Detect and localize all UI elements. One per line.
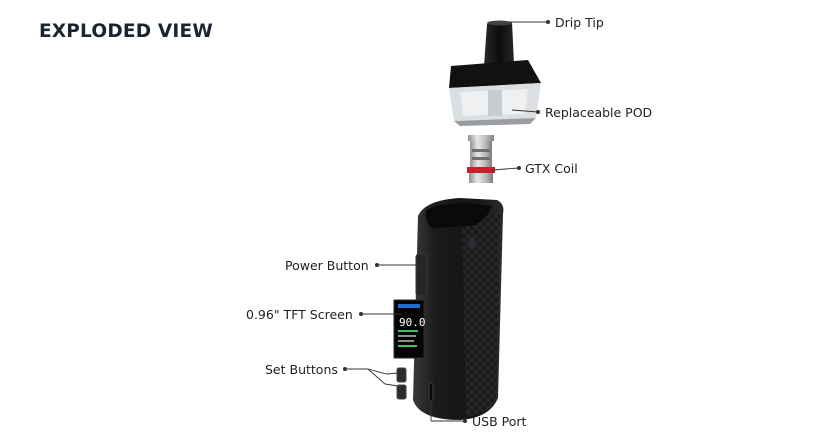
gtx-coil-part xyxy=(467,135,495,183)
label-power-button: Power Button xyxy=(285,258,369,273)
label-drip-tip: Drip Tip xyxy=(555,15,604,30)
replaceable-pod-part xyxy=(449,60,541,126)
usb-port-part xyxy=(428,382,434,402)
diagram-title: EXPLODED VIEW xyxy=(39,21,213,42)
power-button-part xyxy=(415,253,428,297)
screen-wattage: 90.0 xyxy=(399,316,426,329)
label-set-buttons: Set Buttons xyxy=(265,362,338,377)
label-tft-screen: 0.96" TFT Screen xyxy=(246,307,353,322)
label-replaceable-pod: Replaceable POD xyxy=(545,105,653,120)
leader-lines xyxy=(342,19,551,424)
drip-tip-part xyxy=(484,20,514,66)
label-gtx-coil: GTX Coil xyxy=(525,161,578,176)
label-usb-port: USB Port xyxy=(472,414,527,429)
device-body xyxy=(413,198,504,420)
set-buttons-part xyxy=(396,367,407,400)
tft-screen-part: 90.0 xyxy=(393,299,426,359)
